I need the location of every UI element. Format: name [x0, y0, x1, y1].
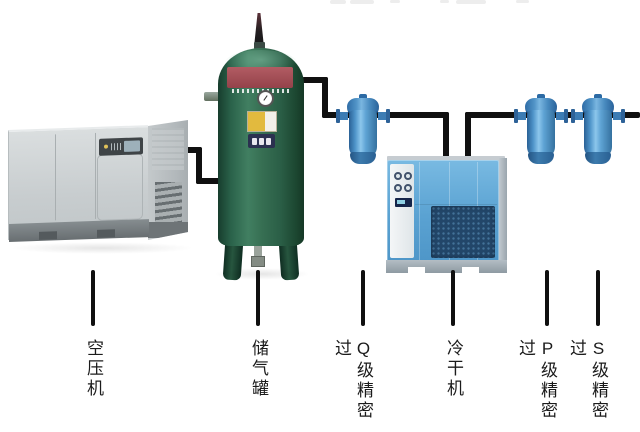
- leader-line-tank: [256, 270, 260, 326]
- gauge-needle: [263, 95, 268, 101]
- dryer-panel-seam: [419, 162, 420, 260]
- dryer-gauge: [394, 172, 402, 180]
- filter-port: [572, 112, 583, 120]
- filter-knob: [594, 94, 602, 100]
- filter-port: [337, 112, 348, 120]
- pipe-tank-out: [302, 77, 328, 83]
- pipe-tank-drop: [322, 77, 328, 118]
- dryer-gauge: [394, 184, 402, 192]
- filter-port: [613, 112, 624, 120]
- filter-p-illustration: [514, 94, 568, 166]
- filter-s-illustration: [571, 94, 625, 166]
- compressor-display: [124, 140, 140, 152]
- compressor-foot: [97, 229, 115, 238]
- compressor-door-outline: [97, 153, 143, 221]
- label-dryer: 冷干机: [444, 339, 463, 399]
- filter-body: [349, 110, 377, 158]
- top-artifact: [516, 0, 529, 3]
- filter-body: [584, 110, 612, 158]
- filter-flange: [571, 109, 575, 123]
- filter-port: [556, 112, 567, 120]
- tank-drain-valve: [251, 256, 265, 267]
- label-filter-p: P级精密过: [516, 339, 557, 421]
- filter-flange: [336, 109, 340, 123]
- compressor-shadow: [10, 242, 194, 254]
- dryer-body: [387, 160, 499, 262]
- dryer-top-edge: [387, 156, 505, 161]
- label-filter-s: S级精密过: [567, 339, 608, 421]
- tank-inlet-nozzle: [204, 92, 220, 101]
- filter-flange: [514, 109, 518, 123]
- leader-line-compressor: [91, 270, 95, 326]
- tank-shadow: [214, 268, 310, 280]
- dryer-control-panel: [390, 164, 414, 258]
- air-tank-illustration: [204, 6, 316, 284]
- filter-bowl: [350, 152, 376, 164]
- pressure-gauge: [257, 90, 274, 107]
- leader-line-filter-p: [545, 270, 549, 326]
- filter-knob: [537, 94, 545, 100]
- tank-red-banner: [227, 67, 293, 88]
- compressor-side-panel: [148, 120, 188, 240]
- dryer-side-edge: [499, 158, 507, 264]
- compressor-door-seam: [55, 134, 56, 221]
- compressor-side-base: [148, 222, 188, 238]
- dryer-gauge: [404, 172, 412, 180]
- top-artifact: [390, 0, 400, 3]
- filter-flange: [621, 109, 625, 123]
- tank-body: [218, 48, 304, 246]
- compressor-base: [9, 219, 149, 242]
- control-panel-buttons: [111, 143, 121, 151]
- filter-port: [378, 112, 389, 120]
- pipe-compressor-out: [180, 147, 202, 153]
- compressor-front-panel: [8, 125, 149, 242]
- dryer-panel-seam: [415, 204, 497, 205]
- filter-body: [527, 110, 555, 158]
- filter-flange: [564, 109, 568, 123]
- compressor-side-seams: [152, 128, 184, 170]
- filter-bowl: [585, 152, 611, 164]
- label-tank: 储气罐: [249, 339, 268, 399]
- pipe-dryer-inlet: [443, 112, 449, 160]
- dryer-display: [395, 198, 412, 207]
- tank-drain-pipe: [254, 246, 262, 258]
- dryer-base-notch: [462, 267, 479, 273]
- top-artifact: [456, 0, 486, 4]
- filter-q-illustration: [336, 94, 390, 166]
- top-artifact: [350, 0, 374, 4]
- compressor-control-panel: [99, 137, 143, 156]
- pipe-tank-in: [196, 178, 222, 184]
- dryer-condenser-grille: [431, 206, 495, 258]
- tank-valve-lever: [254, 13, 264, 43]
- leader-line-filter-s: [596, 270, 600, 326]
- label-filter-q: Q级精密过: [332, 339, 373, 421]
- top-artifact: [330, 0, 346, 4]
- tank-valve-collar: [254, 42, 265, 49]
- top-artifact: [440, 0, 449, 3]
- leader-line-dryer: [451, 270, 455, 326]
- filter-flange: [386, 109, 390, 123]
- tank-nameplate: [248, 134, 275, 148]
- pipe-dryer-outlet: [465, 112, 471, 160]
- dryer-gauge: [404, 184, 412, 192]
- filter-port: [515, 112, 526, 120]
- tank-warning-sticker: [247, 111, 277, 132]
- dryer-base: [386, 260, 507, 273]
- compressor-foot: [39, 231, 57, 240]
- filter-bowl: [528, 152, 554, 164]
- compressor-door-seam: [95, 132, 96, 219]
- dryer-illustration: [384, 148, 510, 276]
- air-compressor-illustration: [8, 118, 194, 254]
- dryer-base-notch: [408, 267, 425, 273]
- label-compressor: 空压机: [84, 339, 103, 399]
- pipe-compressor-drop: [196, 147, 202, 184]
- leader-line-filter-q: [361, 270, 365, 326]
- filter-knob: [359, 94, 367, 100]
- compressor-vent-grille: [155, 182, 182, 228]
- indicator-led: [104, 144, 108, 149]
